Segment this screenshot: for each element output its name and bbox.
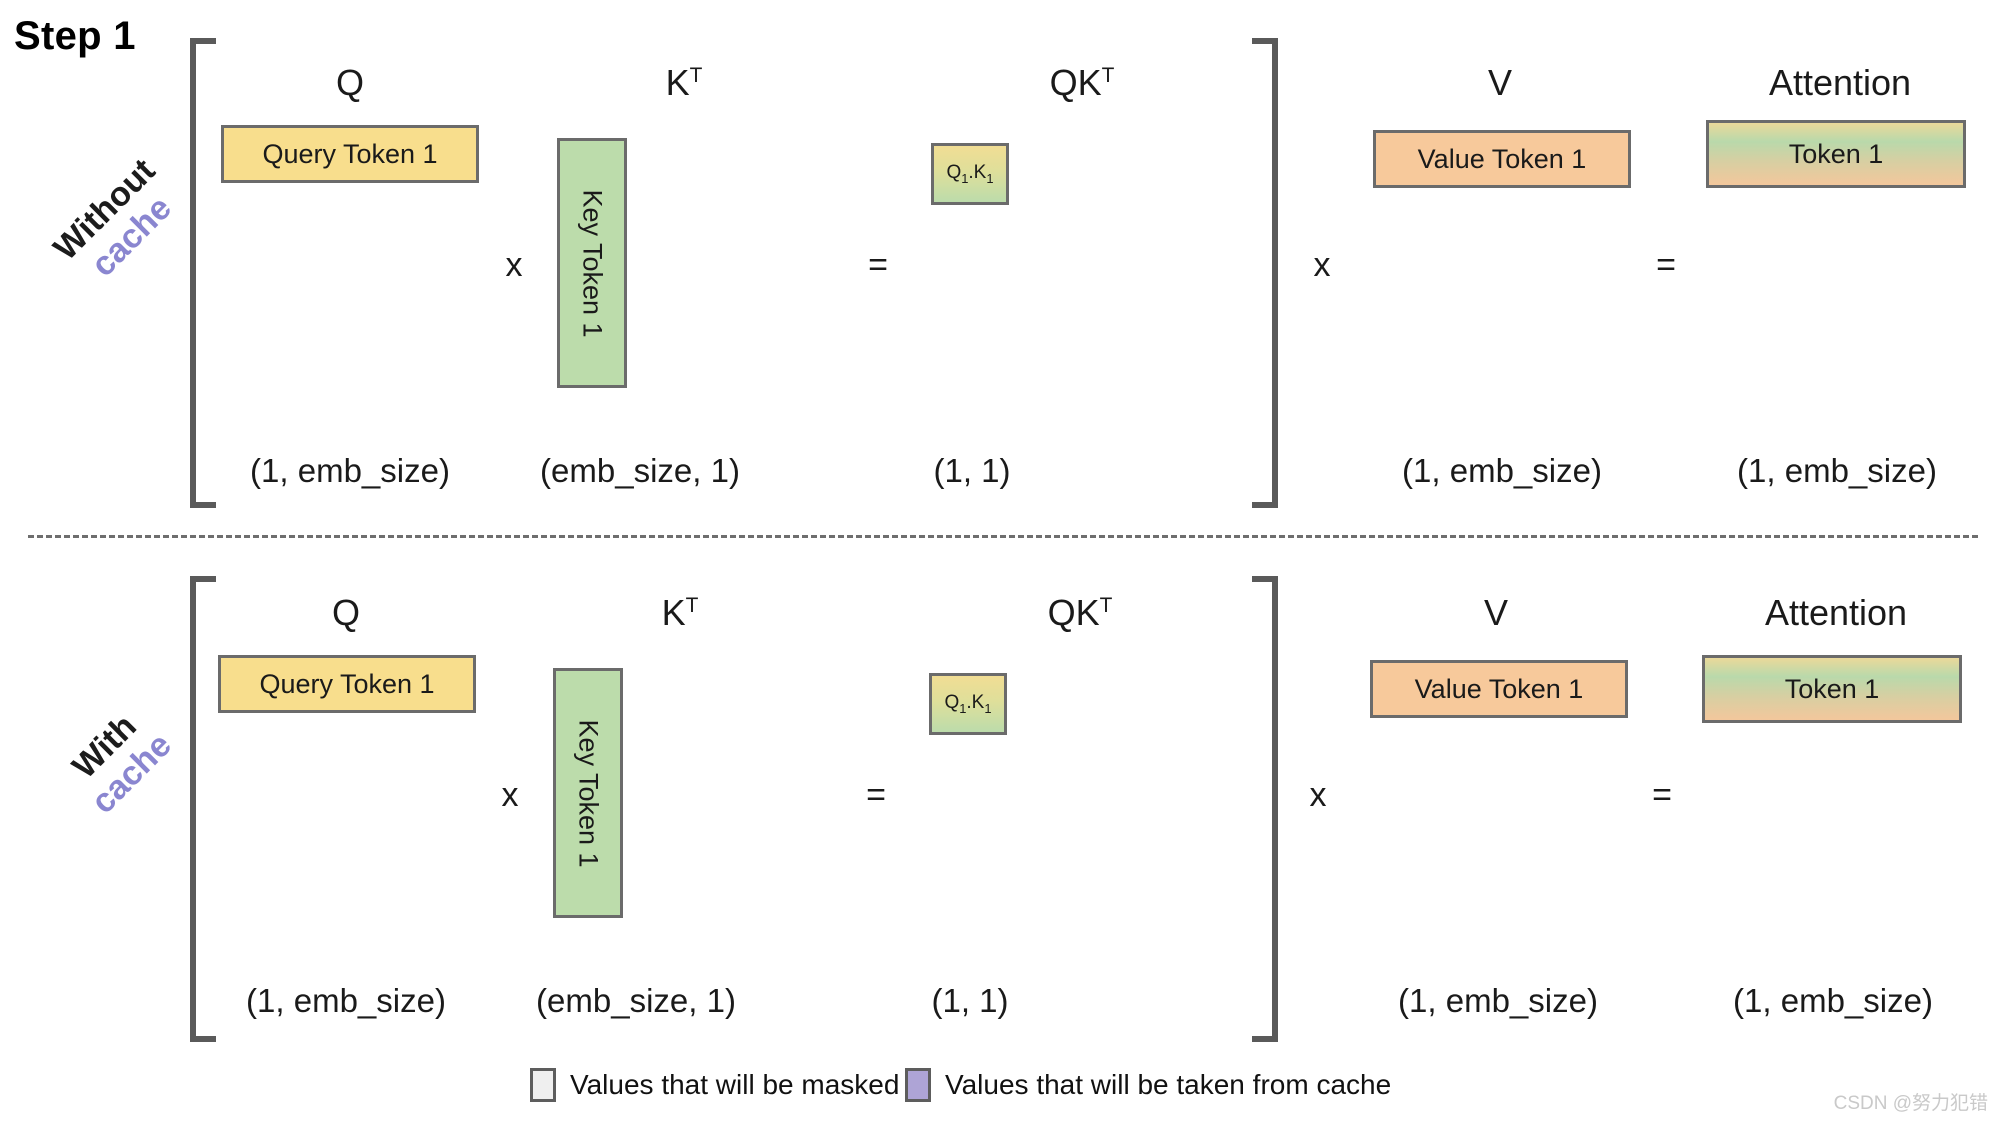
operator-equals-2-row1: = [1644,246,1688,285]
dim-attention-row1: (1, emb_size) [1737,452,1937,489]
cell-key-token-row1: Key Token 1 [557,138,627,388]
legend-item-cached: Values that will be taken from cache [905,1068,1391,1102]
cell-key-token-label: Key Token 1 [577,188,608,338]
cell-value-token-label: Value Token 1 [1414,673,1584,704]
column-header-kt-text: K [661,592,686,633]
dim-kt-row1: (emb_size, 1) [540,452,740,489]
page-title: Step 1 [14,14,136,58]
legend-label-masked: Values that will be masked [570,1069,900,1100]
column-header-attention-text: Attention [1764,592,1908,633]
column-header-v-text: V [1487,62,1512,103]
operator-equals-1-glyph: = [866,776,886,814]
legend-item-masked: Values that will be masked [530,1068,899,1102]
bracket-left-row2 [190,576,216,1042]
cell-attention-token-row1: Token 1 [1706,120,1966,188]
cell-value-token-row1: Value Token 1 [1373,130,1631,188]
cell-value-token-row2: Value Token 1 [1370,660,1628,718]
operator-multiply-1-row2: x [488,776,532,815]
legend-swatch-masked-icon [530,1068,556,1102]
legend-label-cached: Values that will be taken from cache [945,1069,1392,1100]
dim-qkt-row2: (1, 1) [931,982,1009,1019]
cell-qk-row2: Q1.K1 [929,673,1007,735]
column-header-kt-text: K [665,62,690,103]
column-header-kt-sup: T [689,64,703,87]
section-divider [28,535,1978,538]
operator-equals-1-glyph: = [868,246,888,284]
cell-attention-token-label: Token 1 [1788,138,1884,169]
dim-q-row2: (1, emb_size) [246,982,446,1019]
column-header-qkt-row1: QKT [992,62,1172,104]
column-header-attention-row1: Attention [1690,62,1990,104]
cell-qk-label: Q1.K1 [944,692,992,716]
cell-attention-token-row2: Token 1 [1702,655,1962,723]
column-header-kt-row2: KT [600,592,760,634]
bracket-left-row1 [190,38,216,508]
column-header-q-row1: Q [250,62,450,104]
operator-multiply-2-row1: x [1300,246,1344,285]
cell-query-token-row2: Query Token 1 [218,655,476,713]
dim-v-row1: (1, emb_size) [1402,452,1602,489]
column-header-qkt-sup: T [1099,594,1113,617]
bracket-right-row1 [1252,38,1278,508]
column-header-q-text: Q [331,592,360,633]
cell-key-token-row2: Key Token 1 [553,668,623,918]
bracket-right-row2 [1252,576,1278,1042]
operator-equals-2-glyph: = [1656,246,1676,284]
column-header-v-row1: V [1400,62,1600,104]
operator-equals-2-row2: = [1640,776,1684,815]
column-header-qkt-sup: T [1101,64,1115,87]
operator-multiply-1-glyph: x [501,776,519,814]
watermark: CSDN @努力犯错 [1833,1093,1988,1114]
column-header-qkt-text: QK [1049,62,1102,103]
cell-query-token-label: Query Token 1 [262,138,438,169]
column-header-q-row2: Q [246,592,446,634]
dim-v-row2: (1, emb_size) [1398,982,1598,1019]
legend-swatch-cached-icon [905,1068,931,1102]
dim-attention-row2: (1, emb_size) [1733,982,1933,1019]
operator-multiply-1-row1: x [492,246,536,285]
cell-query-token-label: Query Token 1 [259,668,435,699]
dim-q-row1: (1, emb_size) [250,452,450,489]
cell-qk-label: Q1.K1 [946,162,994,186]
operator-equals-1-row2: = [854,776,898,815]
operator-multiply-1-glyph: x [505,246,523,284]
operator-equals-2-glyph: = [1652,776,1672,814]
column-header-qkt-text: QK [1047,592,1100,633]
column-header-attention-row2: Attention [1686,592,1986,634]
operator-equals-1-row1: = [856,246,900,285]
column-header-v-text: V [1483,592,1508,633]
cell-qk-row1: Q1.K1 [931,143,1009,205]
column-header-qkt-row2: QKT [990,592,1170,634]
column-header-kt-row1: KT [604,62,764,104]
column-header-v-row2: V [1396,592,1596,634]
dim-qkt-row1: (1, 1) [933,452,1011,489]
cell-query-token-row1: Query Token 1 [221,125,479,183]
dim-kt-row2: (emb_size, 1) [536,982,736,1019]
column-header-attention-text: Attention [1768,62,1912,103]
column-header-kt-sup: T [685,594,699,617]
cell-value-token-label: Value Token 1 [1417,143,1587,174]
operator-multiply-2-glyph: x [1313,246,1331,284]
operator-multiply-2-glyph: x [1309,776,1327,814]
cell-key-token-label: Key Token 1 [573,718,604,868]
cell-attention-token-label: Token 1 [1784,673,1880,704]
column-header-q-text: Q [335,62,364,103]
operator-multiply-2-row2: x [1296,776,1340,815]
